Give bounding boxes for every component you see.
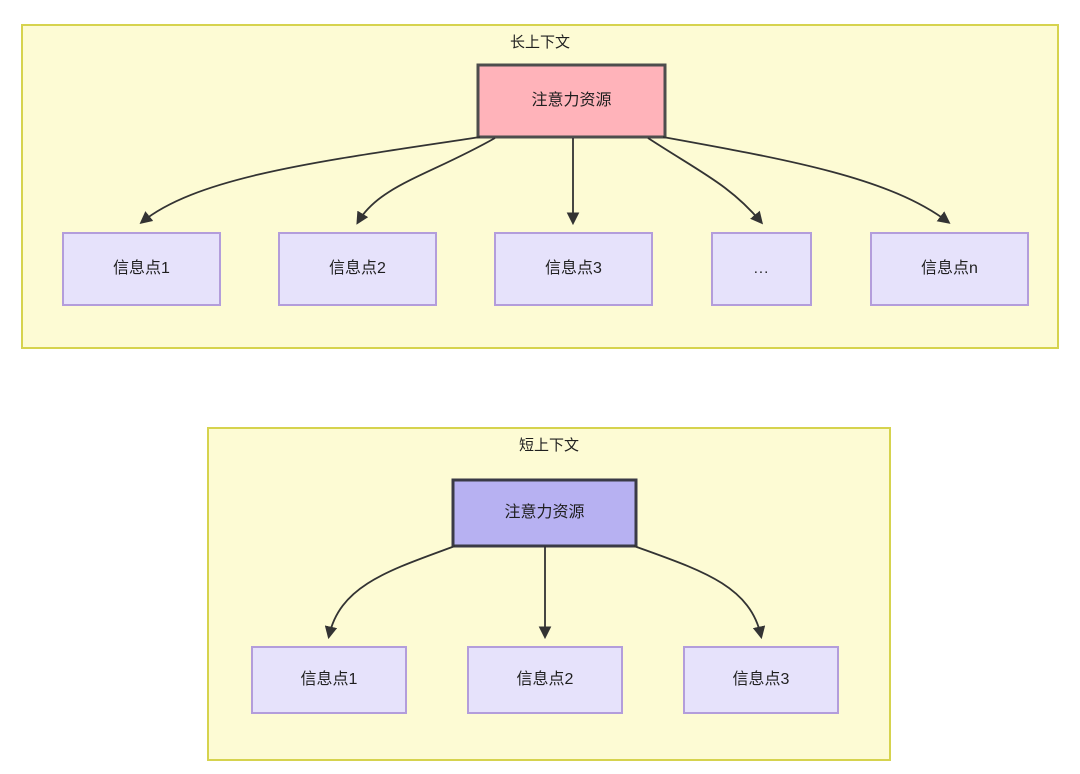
node-info-point-3 [494, 232, 653, 306]
node-attention-short [451, 478, 638, 548]
node-info-point-s2 [467, 646, 623, 714]
edge-attention-short-to-info-point-s1 [324, 545, 456, 640]
node-attention-long [476, 63, 667, 139]
node-info-point-ellipsis [711, 232, 812, 306]
group-title-long-context: 长上下文 [509, 34, 570, 51]
node-info-point-1 [62, 232, 221, 306]
node-info-point-2 [278, 232, 437, 306]
edge-attention-long-to-info-point-2 [356, 137, 496, 225]
node-info-point-s1 [251, 646, 407, 714]
group-title-short-context: 短上下文 [518, 437, 579, 454]
node-info-point-s3 [683, 646, 839, 714]
edge-attention-long-to-info-point-1 [139, 136, 481, 224]
edge-attention-long-to-info-point-n [662, 136, 951, 224]
node-info-point-n [870, 232, 1029, 306]
edge-attention-short-to-info-point-s3 [633, 545, 766, 640]
edge-attention-long-to-info-point-ellipsis [647, 137, 764, 225]
